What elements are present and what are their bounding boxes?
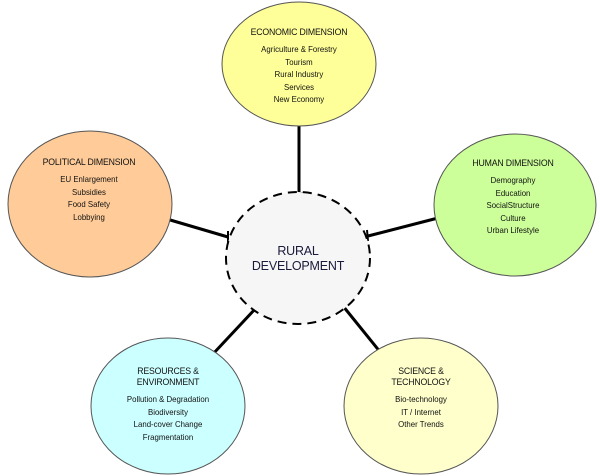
resources-title-line-2: ENVIRONMENT — [136, 377, 200, 388]
connector-political — [159, 215, 229, 239]
political-node-ellipse — [7, 130, 173, 278]
political-item: Food Safety — [67, 199, 111, 209]
resources-item: Biodiversity — [148, 406, 188, 417]
resources-item: Pollution & Degradation — [126, 394, 210, 404]
political-item: Lobbying — [73, 211, 105, 222]
science-title-line-1: SCIENCE & — [398, 366, 444, 377]
resources-node: RESOURCES & ENVIRONMENT Pollution & Degr… — [93, 366, 243, 443]
human-item: Urban Lifestyle — [486, 225, 540, 235]
political-item: Subsidies — [72, 186, 106, 197]
human-item: Education — [495, 187, 531, 198]
economic-title: ECONOMIC DIMENSION — [250, 27, 348, 38]
economic-item: Agriculture & Forestry — [261, 44, 337, 54]
economic-item: New Economy — [273, 94, 325, 104]
center-title-line-1: RURAL — [277, 244, 319, 258]
human-node-ellipse — [433, 133, 597, 277]
economic-node-ellipse — [221, 1, 377, 127]
human-node: HUMAN DIMENSION Demography Education Soc… — [438, 158, 588, 237]
science-node: SCIENCE & TECHNOLOGY Bio-technology IT /… — [346, 366, 496, 431]
center-node-ellipse — [225, 191, 371, 325]
resources-node-ellipse — [90, 337, 246, 475]
resources-item: Land-cover Change — [133, 419, 203, 429]
human-item: SocialStructure — [486, 200, 540, 210]
connector-resources — [210, 306, 258, 357]
science-item: Other Trends — [398, 419, 444, 429]
economic-item: Tourism — [285, 56, 313, 67]
science-node-ellipse — [343, 337, 499, 475]
human-item: Demography — [490, 175, 536, 185]
center-title-line-2: DEVELOPMENT — [251, 259, 345, 273]
science-item: Bio-technology — [395, 394, 447, 404]
economic-item: Rural Industry — [274, 69, 324, 79]
political-item: EU Enlargement — [60, 174, 118, 184]
connector-human — [367, 216, 439, 238]
political-title: POLITICAL DIMENSION — [42, 157, 136, 168]
center-node: RURAL DEVELOPMENT — [238, 244, 358, 274]
resources-item: Fragmentation — [142, 431, 194, 442]
science-title-line-2: TECHNOLOGY — [391, 377, 451, 388]
economic-node: ECONOMIC DIMENSION Agriculture & Forestr… — [224, 27, 374, 106]
human-item: Culture — [500, 212, 526, 223]
economic-item: Services — [284, 81, 314, 92]
connector-human-tick — [366, 229, 369, 242]
human-title: HUMAN DIMENSION — [472, 158, 554, 169]
political-node: POLITICAL DIMENSION EU Enlargement Subsi… — [14, 157, 164, 223]
science-item: IT / Internet — [401, 406, 441, 417]
resources-title-line-1: RESOURCES & — [137, 366, 199, 377]
